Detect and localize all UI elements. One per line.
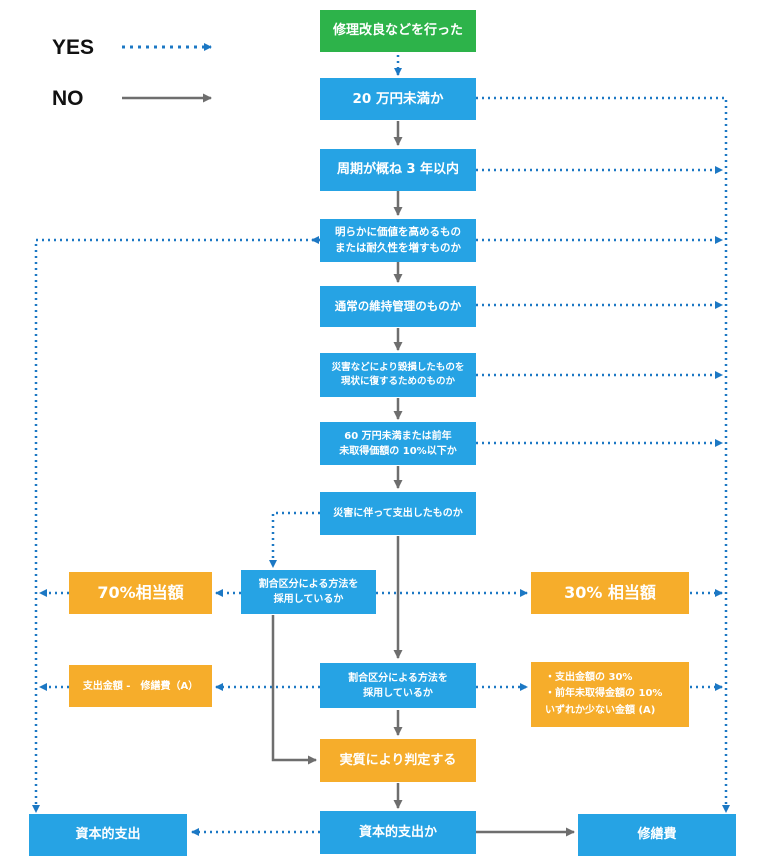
q-value-increase-box: 明らかに価値を高めるもの または耐久性を増すものか [320,219,476,262]
out-70pct-box: 70%相当額 [69,572,212,614]
out-30pct-box: 30% 相当額 [531,572,689,614]
q-cycle-3yr-box: 周期が概ね 3 年以内 [320,149,476,191]
legend-no-label: NO [52,87,84,110]
res-repair-box: 修繕費 [578,814,736,856]
no-split-left-to-judge [271,615,317,765]
out-spend-minus-box: 支出金額 - 修繕費（A） [69,665,212,707]
start-box: 修理改良などを行った [320,10,476,52]
out-lesser-box: ・支出金額の 30% ・前年未取得金額の 10% いずれか少ない金額 (A) [531,662,689,727]
q-under-200k-box: 20 万円未満か [320,78,476,120]
q-capital-box: 資本的支出か [320,811,476,854]
yes-right-trunk [476,96,730,813]
res-capital-box: 資本的支出 [29,814,187,856]
yes-value-left-trunk [32,238,320,813]
yes-disaster-to-split [269,511,320,568]
q-disaster-restore-box: 災害などにより毀損したものを 現状に復するためのものか [320,353,476,397]
legend-yes-label: YES [52,36,95,59]
q-split-center-box: 割合区分による方法を 採用しているか [320,663,476,708]
q-under-600k-box: 60 万円未満または前年 未取得価額の 10%以下か [320,422,476,465]
judge-substance-box: 実質により判定する [320,739,476,782]
q-disaster-related-box: 災害に伴って支出したものか [320,492,476,535]
q-maintenance-box: 通常の維持管理のものか [320,286,476,327]
q-split-left-box: 割合区分による方法を 採用しているか [241,570,376,614]
